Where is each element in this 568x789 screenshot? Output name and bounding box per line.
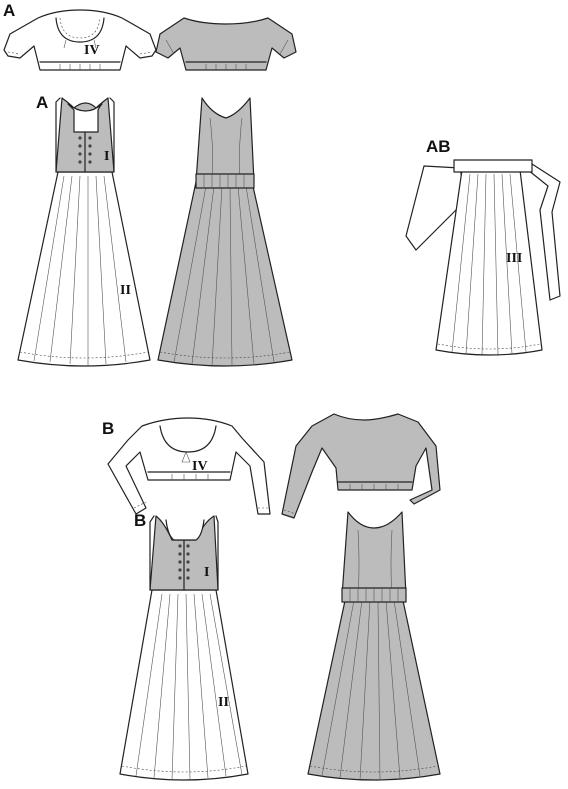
button-placket-b (178, 544, 190, 580)
view-b-dress-label: B (134, 511, 146, 530)
blouse-a-back (155, 17, 297, 71)
button-placket-a (78, 136, 92, 164)
view-b-blouse-label: B (102, 419, 114, 438)
dress-b-bodice-number: I (204, 565, 209, 580)
blouse-a-front (3, 9, 157, 71)
view-a-blouse-label: A (3, 1, 15, 20)
dress-a-front (17, 97, 151, 367)
view-a-dress-label: A (36, 93, 48, 112)
apron-piece-number: III (506, 251, 522, 266)
blouse-b-piece-number: IV (192, 459, 208, 474)
dress-b-front (119, 515, 249, 781)
dress-b-back (307, 511, 441, 781)
dress-a-skirt-number: II (120, 283, 131, 298)
blouse-b-back (281, 413, 441, 519)
blouse-a-piece-number: IV (84, 43, 100, 58)
dress-a-bodice-number: I (104, 149, 109, 164)
view-ab-label: AB (426, 137, 451, 156)
dress-b-skirt-number: II (218, 695, 229, 710)
blouse-b-front (107, 417, 271, 515)
apron-ab (405, 159, 561, 357)
dress-a-back (157, 97, 293, 367)
